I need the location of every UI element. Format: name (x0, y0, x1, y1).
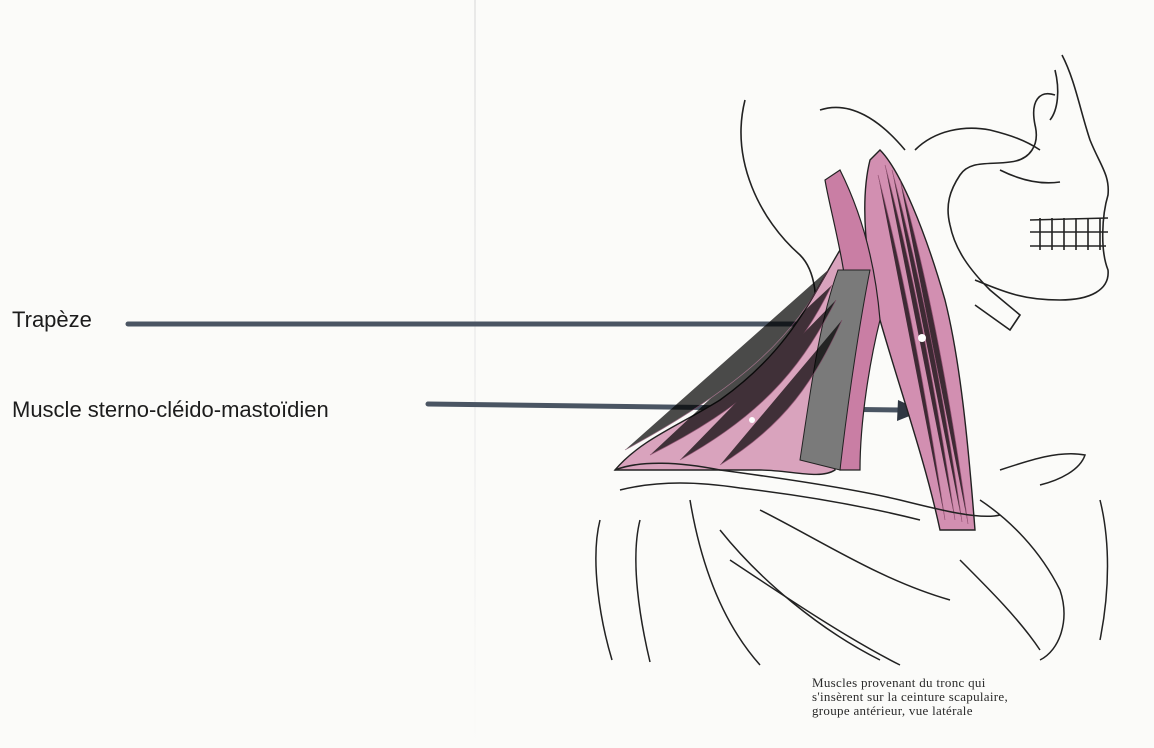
clavicle-shoulder (596, 454, 1108, 665)
caption-line-3: groupe antérieur, vue latérale (812, 704, 1008, 718)
skull-drawing (915, 55, 1108, 330)
caption-line-2: s'insèrent sur la ceinture scapulaire, (812, 690, 1008, 704)
neck-muscles (615, 150, 975, 530)
figure-caption: Muscles provenant du tronc qui s'insèren… (812, 676, 1008, 718)
trapeze-arrow (128, 315, 830, 335)
caption-line-1: Muscles provenant du tronc qui (812, 676, 1008, 690)
